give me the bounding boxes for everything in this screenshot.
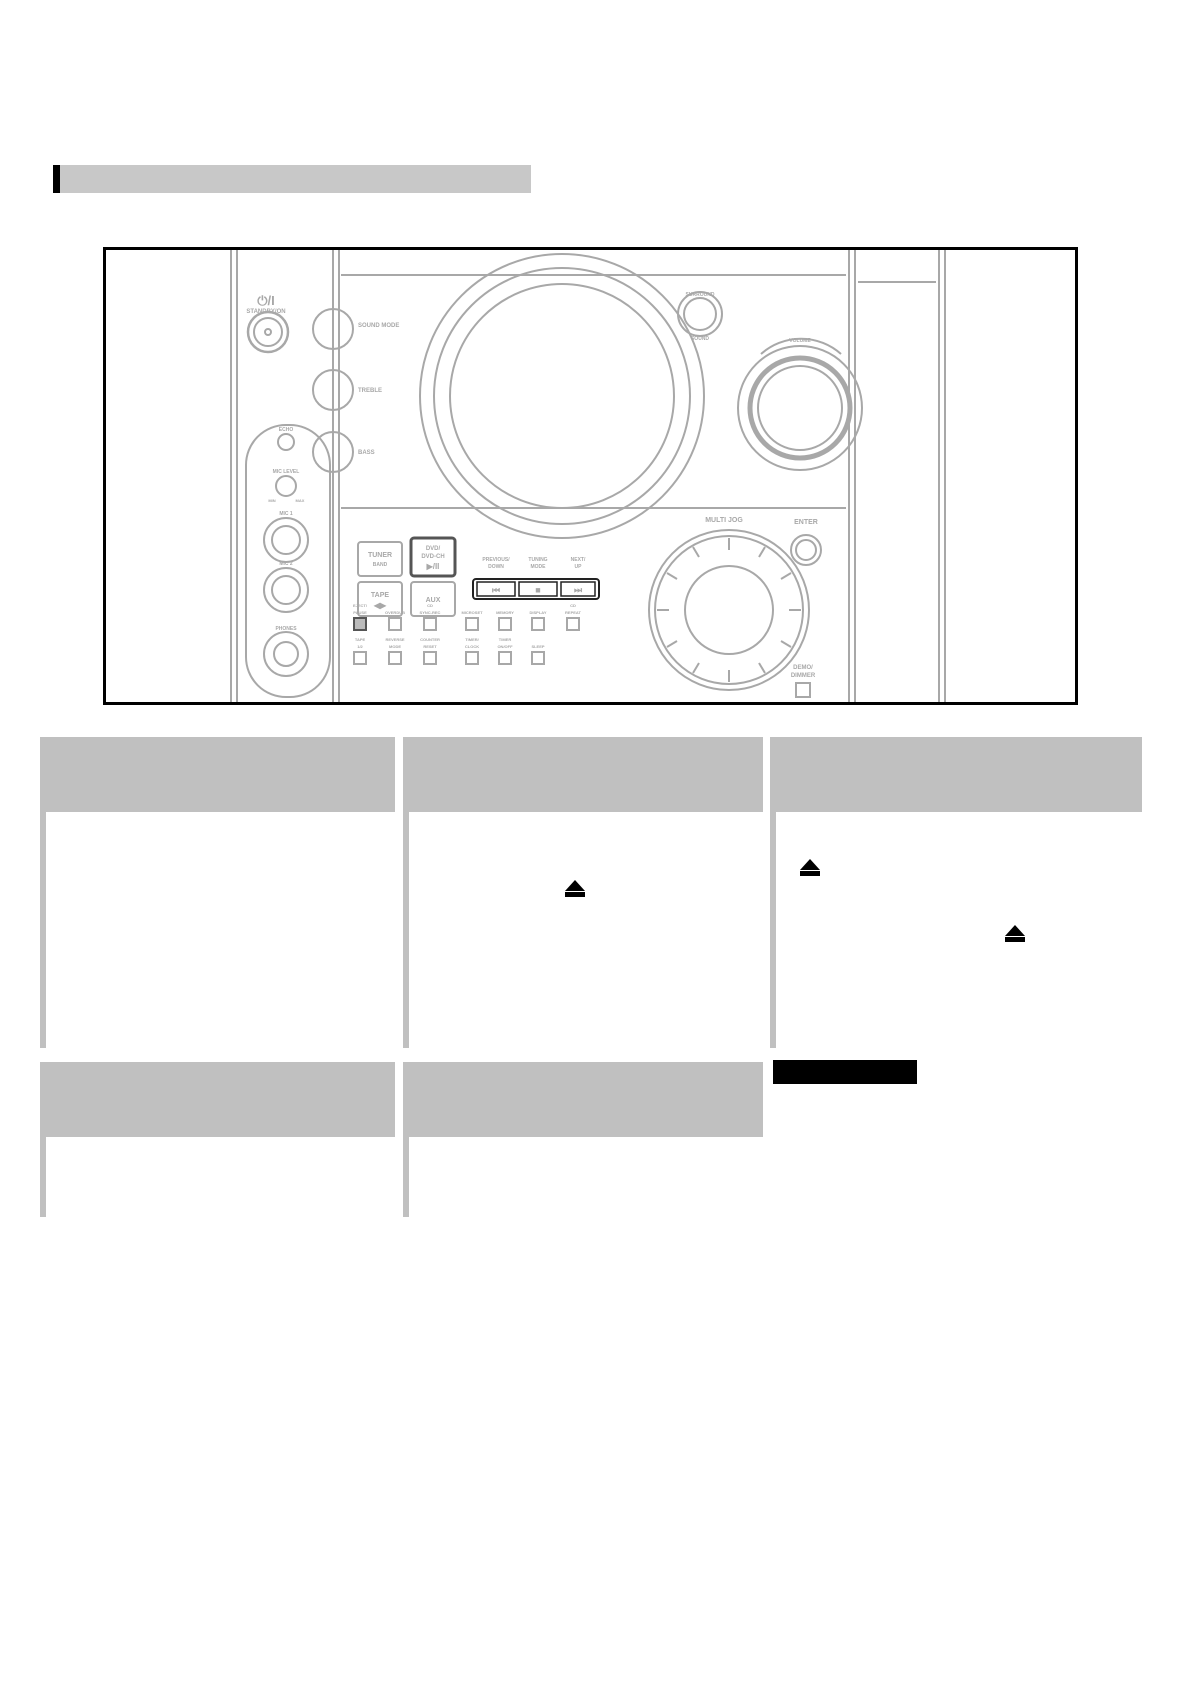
front-panel-drawing: ⏻/I STANDBY/ON SOUND MODE TREBLE BASS VO… xyxy=(230,250,946,702)
tape-label: TAPE xyxy=(371,592,389,599)
small-btn-r2-1-l2: MODE xyxy=(389,644,401,649)
dvd-label-2: DVD-CH xyxy=(421,554,444,560)
small-btn-r2-4-l1: TIMER xyxy=(499,637,512,642)
power-label: STANDBY/ON xyxy=(246,309,285,315)
small-btn-r2-3-l2: CLOCK xyxy=(465,644,479,649)
section-heading-accent xyxy=(53,165,60,193)
small-btn-r2-2-l2: RESET xyxy=(423,644,437,649)
tape-direction-icon: ◀▶ xyxy=(373,601,387,610)
tuning-mode-label-1: TUNING xyxy=(528,557,547,563)
mic1-label: MIC 1 xyxy=(279,511,293,517)
skip-forward-icon: ⏭ xyxy=(574,585,583,595)
small-btn-r1-1-l2: OVERDUB xyxy=(385,610,405,615)
surround-label-bottom: SOUND xyxy=(691,336,709,342)
small-btn-r2-0-l2: 1/2 xyxy=(357,644,363,649)
small-btn-r2-0-l1: TAPE xyxy=(355,637,366,642)
step-3-header xyxy=(770,737,1142,812)
front-panel-illustration: ⏻/I STANDBY/ON SOUND MODE TREBLE BASS VO… xyxy=(103,247,1078,705)
step-2-header xyxy=(403,737,763,812)
small-btn-r2-5-l2: SLEEP xyxy=(531,644,544,649)
demo-label-1: DEMO/ xyxy=(793,665,813,671)
small-btn-r2-4-l2: ON/OFF xyxy=(497,644,513,649)
step-5-body xyxy=(403,1137,763,1217)
knob-label-bass: BASS xyxy=(358,450,375,456)
small-btn-r1-5-l2: DISPLAY xyxy=(530,610,547,615)
eject-icon xyxy=(1005,925,1025,943)
volume-label: VOLUME xyxy=(789,338,811,344)
small-btn-r2-3-l1: TIMER/ xyxy=(465,637,479,642)
section-heading-bar xyxy=(53,165,531,193)
tuning-mode-label-2: MODE xyxy=(531,564,547,570)
enter-label: ENTER xyxy=(794,519,818,526)
surround-label-top: SURROUND xyxy=(686,292,715,298)
step-1-header xyxy=(40,737,395,812)
aux-label: AUX xyxy=(426,597,441,604)
tuner-label: TUNER xyxy=(368,552,392,559)
step-4-header xyxy=(40,1062,395,1137)
step-2-body xyxy=(403,812,763,1048)
mic-level-max: MAX xyxy=(296,498,305,503)
small-btn-r1-2-l2: SYNC-REC xyxy=(420,610,441,615)
next-label-2: UP xyxy=(575,564,583,570)
dvd-label-1: DVD/ xyxy=(426,546,441,552)
note-label-block xyxy=(773,1060,917,1084)
step-1-body xyxy=(40,812,395,1048)
stop-icon: ■ xyxy=(535,585,540,595)
small-btn-r1-0-l2: PAUSE xyxy=(353,610,367,615)
small-btn-r1-4-l2: MEMORY xyxy=(496,610,514,615)
next-label-1: NEXT/ xyxy=(571,557,586,563)
knob-label-sound-mode: SOUND MODE xyxy=(358,323,399,329)
mic-level-min: MIN xyxy=(268,498,275,503)
step-3-body xyxy=(770,812,1142,1048)
prev-label-2: DOWN xyxy=(488,564,504,570)
small-btn-r1-6-l1: CD xyxy=(570,603,576,608)
small-btn-r2-2-l1: COUNTER xyxy=(420,637,440,642)
eject-icon xyxy=(800,859,820,877)
small-btn-r1-3-l2: MICROSET xyxy=(461,610,483,615)
prev-label-1: PREVIOUS/ xyxy=(482,557,510,563)
demo-label-2: DIMMER xyxy=(791,673,816,679)
small-btn-r1-6-l2: REPEAT xyxy=(565,610,581,615)
band-label: BAND xyxy=(373,562,388,568)
mic2-label: MIC 2 xyxy=(279,561,293,567)
phones-label: PHONES xyxy=(275,626,297,632)
small-btn-r2-1-l1: REVERSE xyxy=(385,637,404,642)
multi-jog-label: MULTI JOG xyxy=(705,517,743,524)
small-btn-r1-2-l1: CD xyxy=(427,603,433,608)
power-icon: ⏻/I xyxy=(257,293,275,308)
play-pause-icon: ▶/II xyxy=(426,562,440,571)
step-5-header xyxy=(403,1062,763,1137)
echo-label: ECHO xyxy=(279,427,294,433)
small-btn-r1-0-l1: EJECT/ xyxy=(353,603,368,608)
step-4-body xyxy=(40,1137,395,1217)
mic-level-label: MIC LEVEL xyxy=(273,469,300,475)
eject-icon xyxy=(565,880,585,898)
knob-label-treble: TREBLE xyxy=(358,388,382,394)
skip-back-icon: ⏮ xyxy=(492,585,500,595)
